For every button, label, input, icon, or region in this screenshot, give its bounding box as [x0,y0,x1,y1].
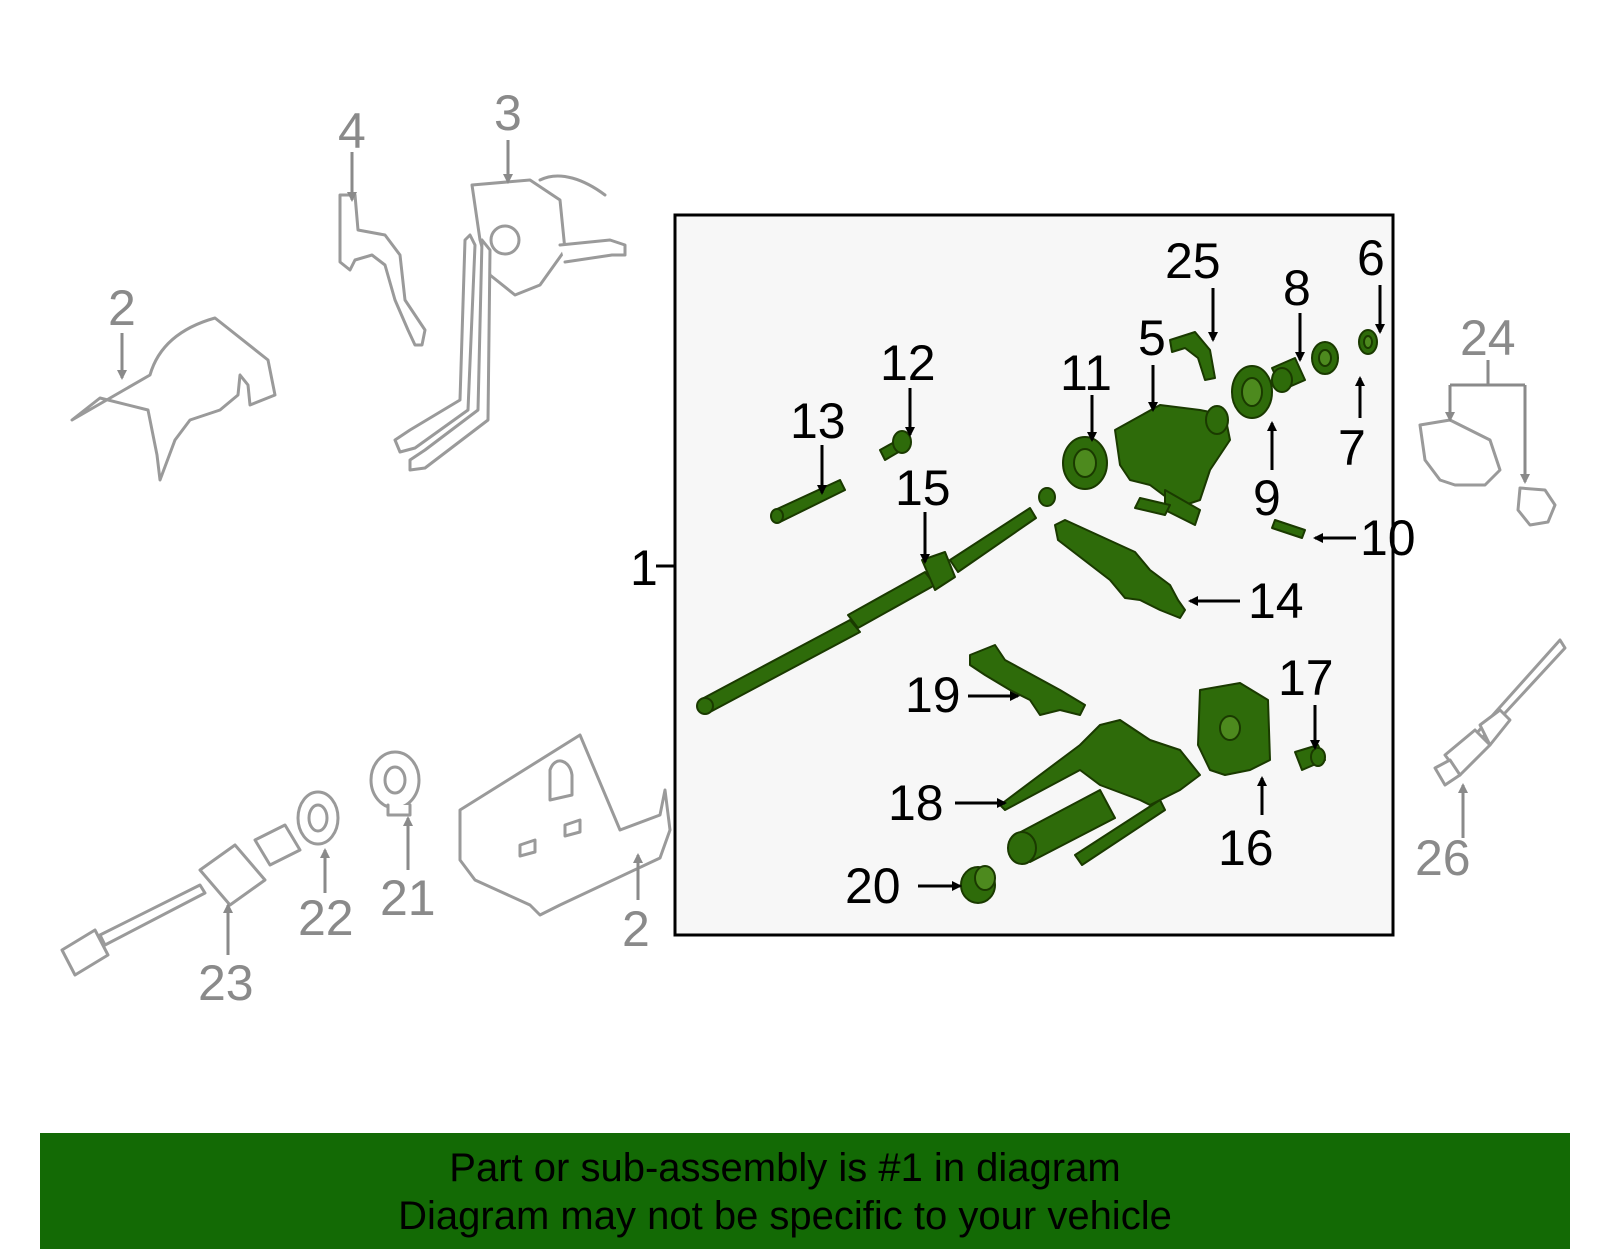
part-14-lever[interactable] [1054,519,1186,619]
part-9-ring[interactable] [1231,365,1273,419]
part-22-seal [296,790,340,846]
part-tilt-cylinder[interactable] [1007,789,1166,866]
callout-23: 23 [198,955,254,1011]
part-3-combination-switch [393,174,627,472]
callout-25: 25 [1165,233,1221,289]
part-20-cap[interactable] [960,865,996,904]
callout-13: 13 [790,393,846,449]
part-15-steering-shaft[interactable] [696,507,1037,715]
callout-14: 14 [1248,573,1304,629]
callout-20: 20 [845,858,901,914]
callout-9: 9 [1253,470,1281,526]
callout-2-lower-cover: 2 [622,901,650,957]
part-17-bushing[interactable] [1294,744,1326,771]
part-18-tilt-bracket[interactable] [999,719,1201,811]
part-21-bearing [369,750,421,817]
part-6-washer[interactable] [1358,329,1378,355]
part-4-bracket [338,193,427,347]
callout-6: 6 [1357,230,1385,286]
part-2-lower-cover [458,733,672,917]
part-19-bracket[interactable] [969,644,1086,716]
callout-8: 8 [1283,260,1311,316]
callout-2-upper: 2 [108,280,136,336]
callout-10: 10 [1360,510,1416,566]
callout-18: 18 [888,775,944,831]
callout-16: 16 [1218,820,1274,876]
part-7-ring[interactable] [1311,341,1339,375]
part-2-upper-cover [70,316,277,482]
callout-1: 1 [630,540,658,596]
banner-line-1: Part or sub-assembly is #1 in diagram [449,1146,1121,1190]
part-5-lock-housing[interactable] [1114,404,1231,526]
part-11-bearing[interactable] [1062,436,1108,490]
part-10-pin[interactable] [1271,519,1306,539]
part-23-intermediate-shaft [60,823,302,977]
part-25-clip[interactable] [1169,331,1216,381]
callout-19: 19 [905,667,961,723]
callout-17: 17 [1278,650,1334,706]
part-8-bushing[interactable] [1271,357,1306,393]
callout-11: 11 [1060,345,1112,401]
banner-line-2: Diagram may not be specific to your vehi… [398,1194,1172,1238]
callout-26: 26 [1415,830,1471,886]
assembly-box [673,213,1395,937]
part-16-plate[interactable] [1197,682,1271,776]
callout-4: 4 [338,103,366,159]
part-24-switches [1418,418,1557,527]
part-26-lower-shaft [1433,638,1567,787]
callout-3: 3 [494,85,522,141]
callout-22: 22 [298,890,354,946]
callout-15: 15 [895,460,951,516]
callout-24: 24 [1460,310,1516,366]
callout-12: 12 [880,335,936,391]
callout-21: 21 [380,870,436,926]
callout-7: 7 [1338,420,1366,476]
info-banner: Part or sub-assembly is #1 in diagram Di… [40,1133,1570,1249]
callout-5: 5 [1138,310,1166,366]
part-shaft-ring[interactable] [1038,487,1056,507]
